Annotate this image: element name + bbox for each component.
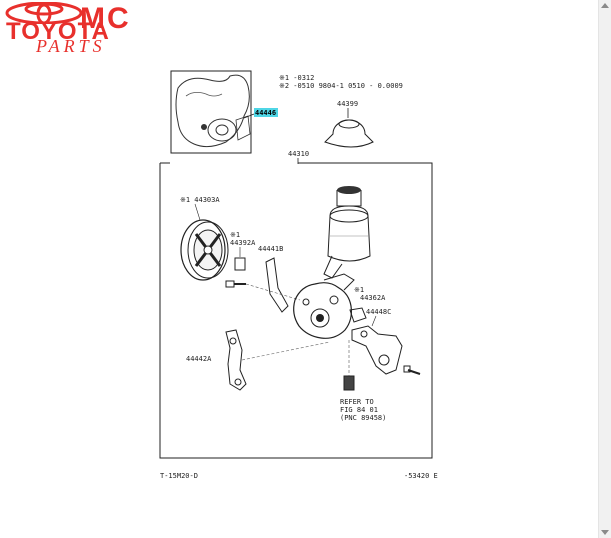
scroll-down-arrow-icon[interactable] [601,530,609,535]
reservoir-cap [324,119,374,148]
bracket-c-label[interactable]: 44448C [366,308,391,316]
reservoir [323,186,371,279]
screw-part [403,365,421,375]
toyota-parts-logo: MC TOYOTA PARTS [2,2,182,56]
inset-part-highlight [254,108,278,117]
flange-ref-label: ※1 [354,286,364,294]
inset-box [170,70,255,154]
inset-part-label[interactable]: 44446 [255,109,276,117]
scroll-up-arrow-icon[interactable] [601,3,609,8]
vertical-scrollbar[interactable] [598,0,611,538]
hose-bracket-label[interactable]: 44441B [258,245,283,253]
pulley-label[interactable]: ※1 44303A [180,196,220,204]
pump-body [293,273,367,339]
refer-line-2: FIG 84 01 [340,406,378,414]
note-line-2: ※2 -0510 9804-1 0510 - 0.0009 [279,82,403,90]
bracket-c-part [351,325,403,375]
cap-part-label[interactable]: 44399 [337,100,358,108]
logo-parts-text: PARTS [36,36,106,56]
main-frame [159,162,433,459]
nut-ref-label: ※1 [230,231,240,239]
toyota-emblem-icon [5,2,83,24]
note-line-1: ※1 -0312 [279,74,314,82]
pulley [180,219,229,281]
refer-line-3: (PNC 89458) [340,414,386,422]
logo-brand-text: TOYOTA [6,18,110,45]
bolt-part [225,280,246,288]
bracket-a-part [225,329,247,391]
nut-part [234,257,246,271]
main-assembly-label[interactable]: 44310 [288,150,309,158]
footer-right-code: -53420 E [404,472,438,480]
bracket-a-label[interactable]: 44442A [186,355,212,363]
pressure-switch-part [343,340,355,391]
hose-bracket-part [265,257,289,313]
logo-mc-text: MC [80,2,131,35]
nut-label[interactable]: 44392A [230,239,256,247]
refer-line-1: REFER TO [340,398,374,406]
footer-left-code: T-15M20-D [160,472,198,480]
flange-label[interactable]: 44362A [360,294,386,302]
